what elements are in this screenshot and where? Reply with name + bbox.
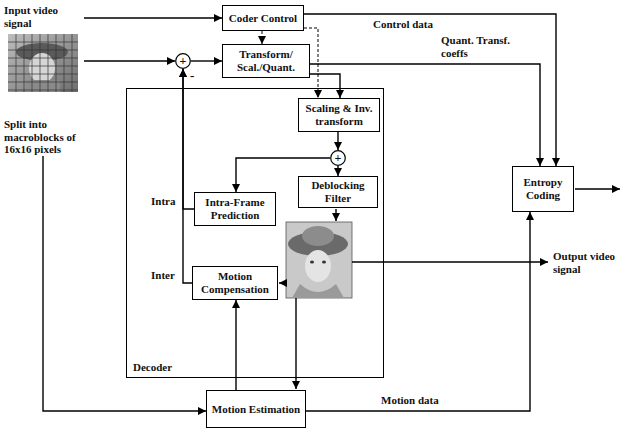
input-signal: Input video signalSplit into macroblocks…: [4, 4, 84, 156]
signal-connector: [306, 212, 530, 411]
prediction-box: Intra-Frame Prediction: [194, 192, 276, 226]
input-frame-picture: [8, 34, 78, 92]
coding-box: Entropy Coding: [512, 166, 574, 212]
node-text: Entropy Coding: [516, 176, 570, 201]
node-text: Deblocking Filter: [302, 179, 374, 204]
sign-label: -: [189, 69, 195, 84]
signal-connector: [84, 60, 175, 61]
node-text: Input video signal: [4, 4, 84, 29]
connector-label: Motion data: [380, 394, 452, 407]
node-text: Coder Control: [229, 12, 297, 25]
summing-junction: +: [175, 53, 191, 69]
signal-connector: [235, 300, 236, 390]
signal-connector: [337, 132, 338, 150]
estimation-box: Motion Estimation: [206, 390, 306, 428]
connector-label: Inter: [150, 269, 180, 282]
decoder-group: Decoder Scaling & Inv. transform + Deblocki…: [126, 88, 384, 378]
signal-connector: [183, 69, 192, 283]
group-title: Decoder: [133, 361, 172, 374]
control-box: Coder Control: [222, 5, 304, 31]
process-box: Transform/ Scal./Quant.: [222, 44, 310, 78]
decoded-frame-picture: [286, 222, 352, 298]
signal-label: Output video signal: [552, 250, 627, 275]
signal-connector: [191, 60, 222, 61]
signal-connector: [337, 166, 338, 176]
connector-label: Control data: [372, 18, 444, 31]
node-text: Intra-Frame Prediction: [198, 196, 272, 221]
connector-label: Intra: [150, 195, 180, 208]
node-text: Transform/ Scal./Quant.: [226, 48, 306, 73]
node-text: Motion Compensation: [196, 270, 274, 295]
connector-label: Quant. Transf. coeffs: [440, 34, 518, 59]
signal-connector: [183, 69, 194, 209]
node-text: +: [335, 152, 342, 164]
node-text: Motion Estimation: [212, 403, 300, 416]
signal-connector: [43, 156, 206, 411]
signal-connector: [310, 74, 340, 98]
frame-wires: [279, 189, 620, 389]
signal-connector: [84, 17, 222, 18]
signal-connector: [304, 14, 556, 166]
node-text: +: [180, 55, 187, 67]
node-text: Scaling & Inv. transform: [302, 102, 376, 127]
node-text: Split into macroblocks of 16x16 pixels: [4, 118, 84, 156]
process-box: Scaling & Inv. transform: [298, 98, 380, 132]
prediction-box: Motion Compensation: [192, 266, 278, 300]
control-connector: [262, 31, 263, 44]
filter-box: Deblocking Filter: [298, 176, 378, 208]
summing-junction: +: [330, 150, 346, 166]
